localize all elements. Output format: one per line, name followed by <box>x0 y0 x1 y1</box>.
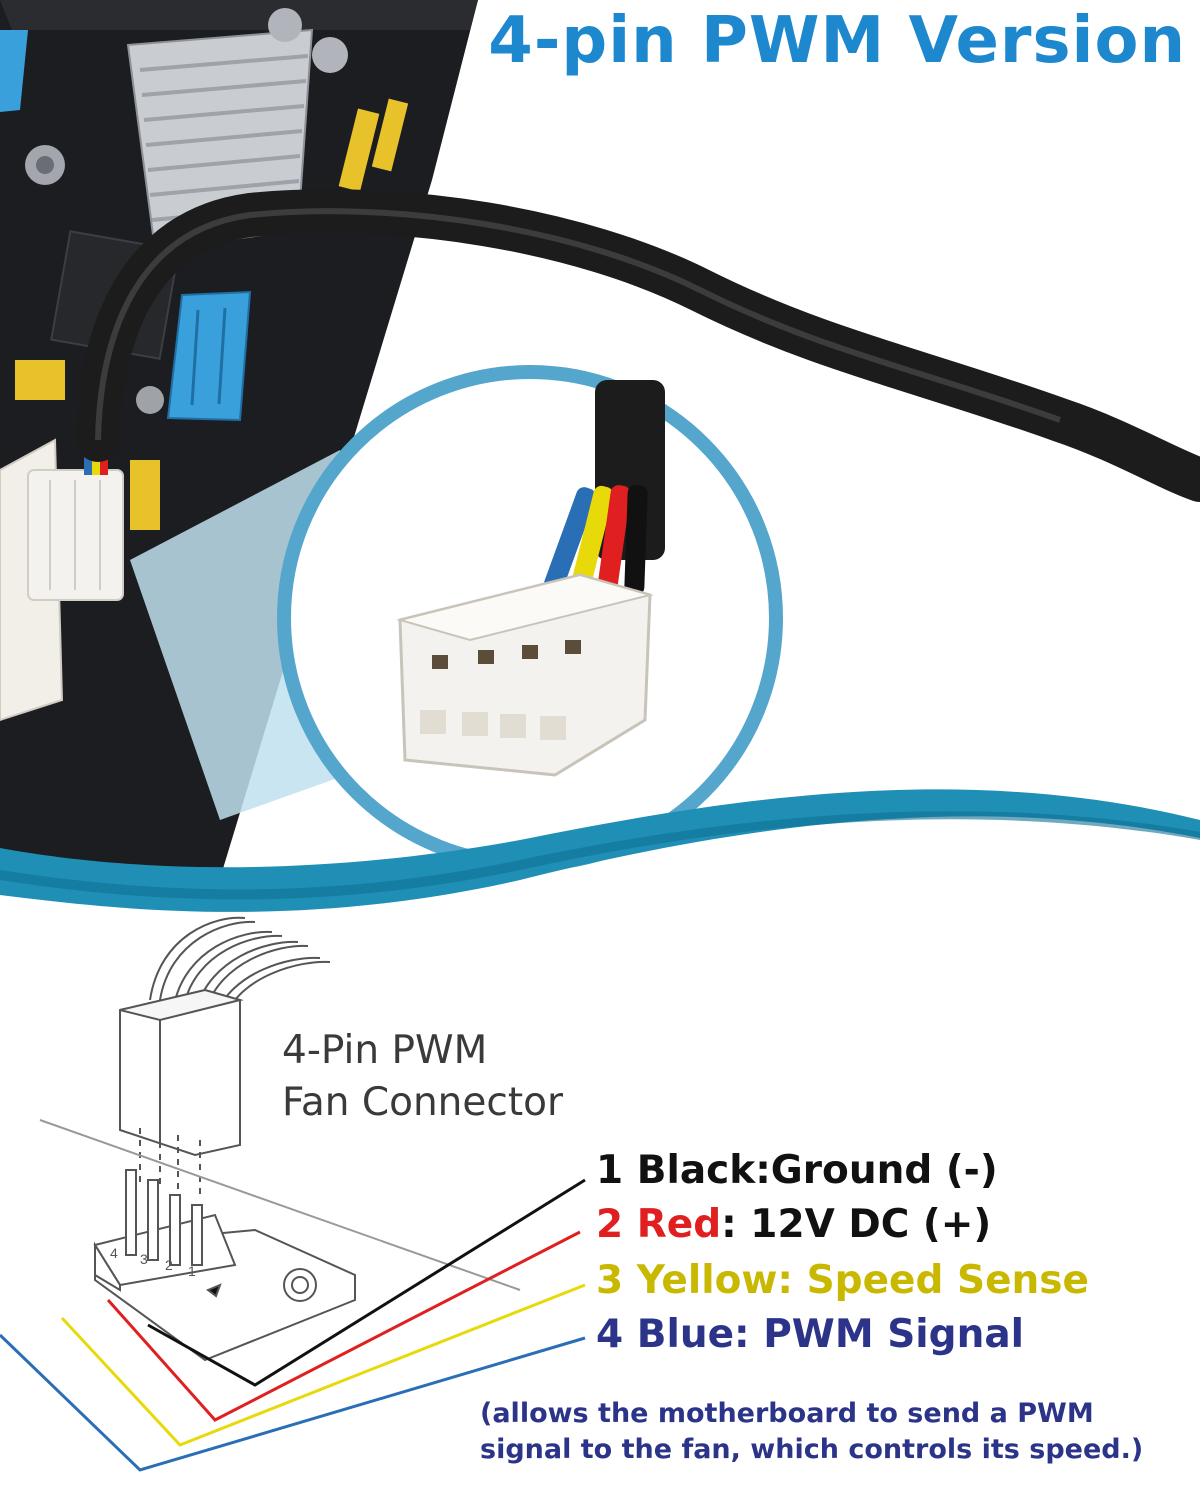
connector-label-line1: 4-Pin PWM <box>282 1028 488 1073</box>
pin-number-3: 3 <box>140 1251 148 1267</box>
pwm-note-line1: (allows the motherboard to send a PWM <box>480 1398 1094 1429</box>
pin-number-1: 1 <box>188 1263 196 1279</box>
pin-1-label: 1 Black:Ground (-) <box>596 1148 998 1193</box>
pin-3-label: 3 Yellow: Speed Sense <box>596 1258 1089 1303</box>
pin-1-number: 1 <box>596 1148 624 1193</box>
pin-1-function: Ground (-) <box>770 1148 998 1193</box>
pin-3-number: 3 <box>596 1258 624 1303</box>
pin-traces <box>0 1178 586 1472</box>
usb-header <box>166 290 252 422</box>
page-title: 4-pin PWM Version <box>488 4 1186 78</box>
pin-2-label: 2 Red: 12V DC (+) <box>596 1202 991 1247</box>
pin-2-function: 12V DC (+) <box>736 1202 992 1247</box>
connector-label-line2: Fan Connector <box>282 1080 564 1125</box>
pin-4-color-name: Blue <box>636 1312 735 1357</box>
pin-3-color-name: Yellow <box>636 1258 778 1303</box>
pin-4-number: 4 <box>596 1312 624 1357</box>
pin-3-sep: : <box>777 1258 793 1303</box>
pin-4-function: PWM Signal <box>749 1312 1025 1357</box>
pin-1-sep: : <box>755 1148 771 1193</box>
motherboard-header-drawing <box>93 1169 356 1362</box>
pin-4-sep: : <box>734 1312 750 1357</box>
pin-4-label: 4 Blue: PWM Signal <box>596 1312 1024 1357</box>
pin-2-color-name: Red <box>636 1202 722 1247</box>
pin-3-function: Speed Sense <box>793 1258 1089 1303</box>
pin-2-number: 2 <box>596 1202 624 1247</box>
pin-2-sep: : <box>721 1202 737 1247</box>
pin-1-color-name: Black <box>636 1148 756 1193</box>
pin-number-4: 4 <box>110 1245 118 1261</box>
pwm-note-line2: signal to the fan, which controls its sp… <box>480 1434 1144 1465</box>
fan-plug-drawing <box>119 988 244 1157</box>
magnifier-circle <box>277 365 783 871</box>
pin-number-2: 2 <box>165 1257 173 1273</box>
